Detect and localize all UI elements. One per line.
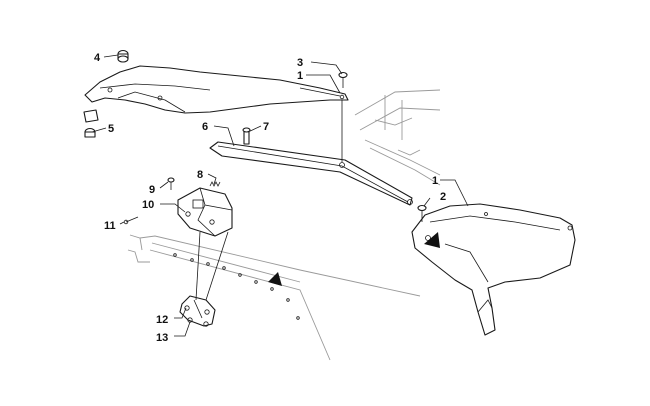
callout-11: 11 bbox=[104, 220, 116, 232]
callout-8: 8 bbox=[197, 169, 203, 181]
callout-7: 7 bbox=[263, 121, 269, 133]
arrow-marker-right bbox=[424, 232, 440, 248]
callout-5: 5 bbox=[108, 123, 114, 135]
support-bar-6 bbox=[209, 100, 413, 206]
nut-4 bbox=[117, 49, 129, 63]
screw-2 bbox=[417, 204, 427, 222]
callout-2: 2 bbox=[440, 191, 446, 203]
mounting-bracket-10 bbox=[177, 187, 233, 237]
spring-clip-8 bbox=[209, 181, 221, 187]
side-panel-left bbox=[84, 65, 349, 114]
callout-9: 9 bbox=[149, 184, 155, 196]
frame-rivets bbox=[173, 253, 300, 320]
callout-labels: 4 5 3 1 6 7 8 9 10 11 12 13 1 2 bbox=[94, 52, 446, 344]
callout-13: 13 bbox=[156, 332, 168, 344]
callout-1-right: 1 bbox=[432, 175, 438, 187]
callout-6: 6 bbox=[202, 121, 208, 133]
callout-4: 4 bbox=[94, 52, 101, 64]
fender-panel-right bbox=[411, 203, 576, 336]
frame-ghost-lines bbox=[127, 89, 441, 361]
callout-12: 12 bbox=[156, 314, 168, 326]
callout-3: 3 bbox=[297, 57, 303, 69]
direction-arrows bbox=[268, 232, 440, 286]
callout-1-top: 1 bbox=[297, 70, 303, 82]
clip-5 bbox=[83, 109, 99, 138]
screw-9 bbox=[167, 177, 175, 190]
bolt-7 bbox=[242, 127, 251, 145]
arrow-marker-left bbox=[268, 272, 282, 286]
pin-11 bbox=[123, 216, 139, 225]
callout-10: 10 bbox=[142, 199, 154, 211]
mount-plate-12 bbox=[179, 295, 216, 327]
screw-3 bbox=[338, 71, 348, 88]
leader-lines bbox=[91, 54, 469, 337]
